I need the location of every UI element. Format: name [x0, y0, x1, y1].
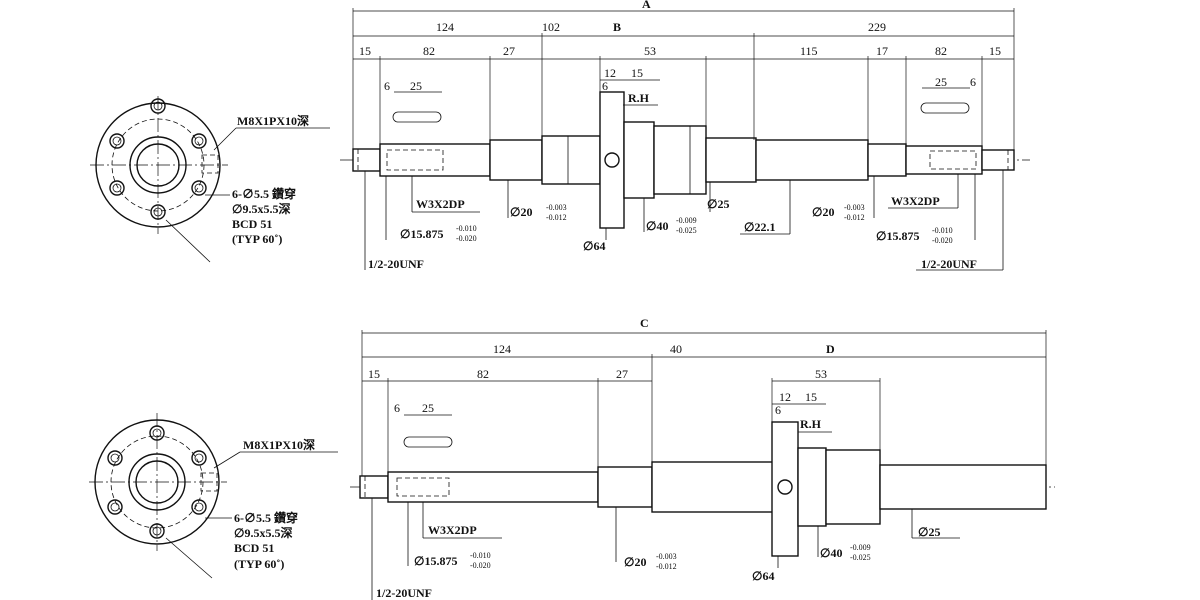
dim-15-nut: 15	[631, 66, 643, 80]
dim-27: 27	[616, 367, 628, 381]
tol-40-upper: -0.009	[676, 216, 697, 225]
dim-53: 53	[644, 44, 656, 58]
tol-40-lower: -0.025	[676, 226, 697, 235]
dim-27: 27	[503, 44, 515, 58]
dim-40: 40	[670, 342, 682, 356]
section-label-d: D	[826, 342, 835, 356]
tol-20-lower: -0.012	[656, 562, 677, 571]
dim-53: 53	[815, 367, 827, 381]
tol-40-upper: -0.009	[850, 543, 871, 552]
dia-22-1: ∅22.1	[744, 220, 775, 234]
thread: 1/2-20UNF	[376, 586, 432, 600]
dia-20-left: ∅20	[510, 205, 532, 219]
flange-note-holes: 6-∅5.5 鑽穿	[234, 510, 298, 525]
tol-15875-upper-left: -0.010	[456, 224, 477, 233]
tol-15875-lower-right: -0.020	[932, 236, 953, 245]
tol-20-upper-right: -0.003	[844, 203, 865, 212]
keyway-right: W3X2DP	[891, 194, 940, 208]
rh-label: R.H	[800, 417, 822, 431]
keyway: W3X2DP	[428, 523, 477, 537]
tol-15875-upper: -0.010	[470, 551, 491, 560]
flange-note-thread: M8X1PX10深	[237, 113, 309, 128]
dim-12: 12	[779, 390, 791, 404]
dim-17: 17	[876, 44, 888, 58]
dim-25: 25	[422, 401, 434, 415]
dia-20: ∅20	[624, 555, 646, 569]
bolt-hole-icon	[109, 98, 207, 220]
dia-40: ∅40	[646, 219, 668, 233]
dim-124: 124	[493, 342, 511, 356]
flange-view-bottom: M8X1PX10深 6-∅5.5 鑽穿 ∅9.5x5.5深 BCD 51 (TY…	[89, 413, 338, 579]
tol-20-lower-right: -0.012	[844, 213, 865, 222]
shaft-bottom	[350, 421, 1055, 557]
dim-12: 12	[604, 66, 616, 80]
dimensions-bottom: C D 124 40 15 82 27 53 12 15 6 6 25	[361, 316, 1047, 476]
flange-note-counterbore: ∅9.5x5.5深	[232, 201, 290, 216]
dia-25: ∅25	[707, 197, 729, 211]
section-label-c: C	[640, 316, 649, 330]
dim-82-right: 82	[935, 44, 947, 58]
dia-64: ∅64	[752, 569, 774, 583]
dia-64: ∅64	[583, 239, 605, 253]
dim-6-left: 6	[394, 401, 400, 415]
section-label-b: B	[613, 20, 621, 34]
tol-15875-lower-left: -0.020	[456, 234, 477, 243]
dim-6-left: 6	[384, 79, 390, 93]
dia-25: ∅25	[918, 525, 940, 539]
dim-6-right: 6	[970, 75, 976, 89]
shaft-top	[340, 91, 1030, 229]
keyway-left: W3X2DP	[416, 197, 465, 211]
dim-6-flange: 6	[602, 79, 608, 93]
callouts-top: R.H W3X2DP ∅15.875 -0.010 -0.020 1/2-20U…	[364, 91, 1004, 271]
flange-note-bcd: BCD 51	[232, 217, 272, 231]
dim-82: 82	[477, 367, 489, 381]
dim-25-left: 25	[410, 79, 422, 93]
bolt-hole-icon	[107, 425, 207, 539]
flange-view-top: M8X1PX10深 6-∅5.5 鑽穿 ∅9.5x5.5深 BCD 51 (TY…	[90, 96, 330, 263]
tol-20-upper: -0.003	[656, 552, 677, 561]
thread-left: 1/2-20UNF	[368, 257, 424, 271]
dim-82-left: 82	[423, 44, 435, 58]
callouts-bottom: R.H W3X2DP ∅15.875 -0.010 -0.020 1/2-20U…	[371, 417, 960, 600]
dim-229: 229	[868, 20, 886, 34]
dia-15875-left: ∅15.875	[400, 227, 443, 241]
dim-102: 102	[542, 20, 560, 34]
flange-note-bcd: BCD 51	[234, 541, 274, 555]
dim-6-flange: 6	[775, 403, 781, 417]
section-label-a: A	[642, 0, 651, 11]
tol-20-lower-left: -0.012	[546, 213, 567, 222]
flange-note-typ: (TYP 60˚)	[234, 557, 284, 571]
thread-right: 1/2-20UNF	[921, 257, 977, 271]
dia-15875-right: ∅15.875	[876, 229, 919, 243]
dim-15-right: 15	[989, 44, 1001, 58]
dim-25-right: 25	[935, 75, 947, 89]
dim-15: 15	[368, 367, 380, 381]
flange-note-counterbore: ∅9.5x5.5深	[234, 525, 292, 540]
rh-label: R.H	[628, 91, 650, 105]
dia-40: ∅40	[820, 546, 842, 560]
dia-20-right: ∅20	[812, 205, 834, 219]
flange-note-holes: 6-∅5.5 鑽穿	[232, 186, 296, 201]
flange-note-thread: M8X1PX10深	[243, 437, 315, 452]
dim-15-left: 15	[359, 44, 371, 58]
dia-15875: ∅15.875	[414, 554, 457, 568]
flange-note-typ: (TYP 60˚)	[232, 232, 282, 246]
dimensions-top: 124 102 229 15 82 27 53 115 17 82 15 12 …	[352, 0, 1015, 150]
dim-115: 115	[800, 44, 818, 58]
dim-15-nut: 15	[805, 390, 817, 404]
tol-20-upper-left: -0.003	[546, 203, 567, 212]
dim-124: 124	[436, 20, 454, 34]
tol-15875-upper-right: -0.010	[932, 226, 953, 235]
tol-40-lower: -0.025	[850, 553, 871, 562]
tol-15875-lower: -0.020	[470, 561, 491, 570]
